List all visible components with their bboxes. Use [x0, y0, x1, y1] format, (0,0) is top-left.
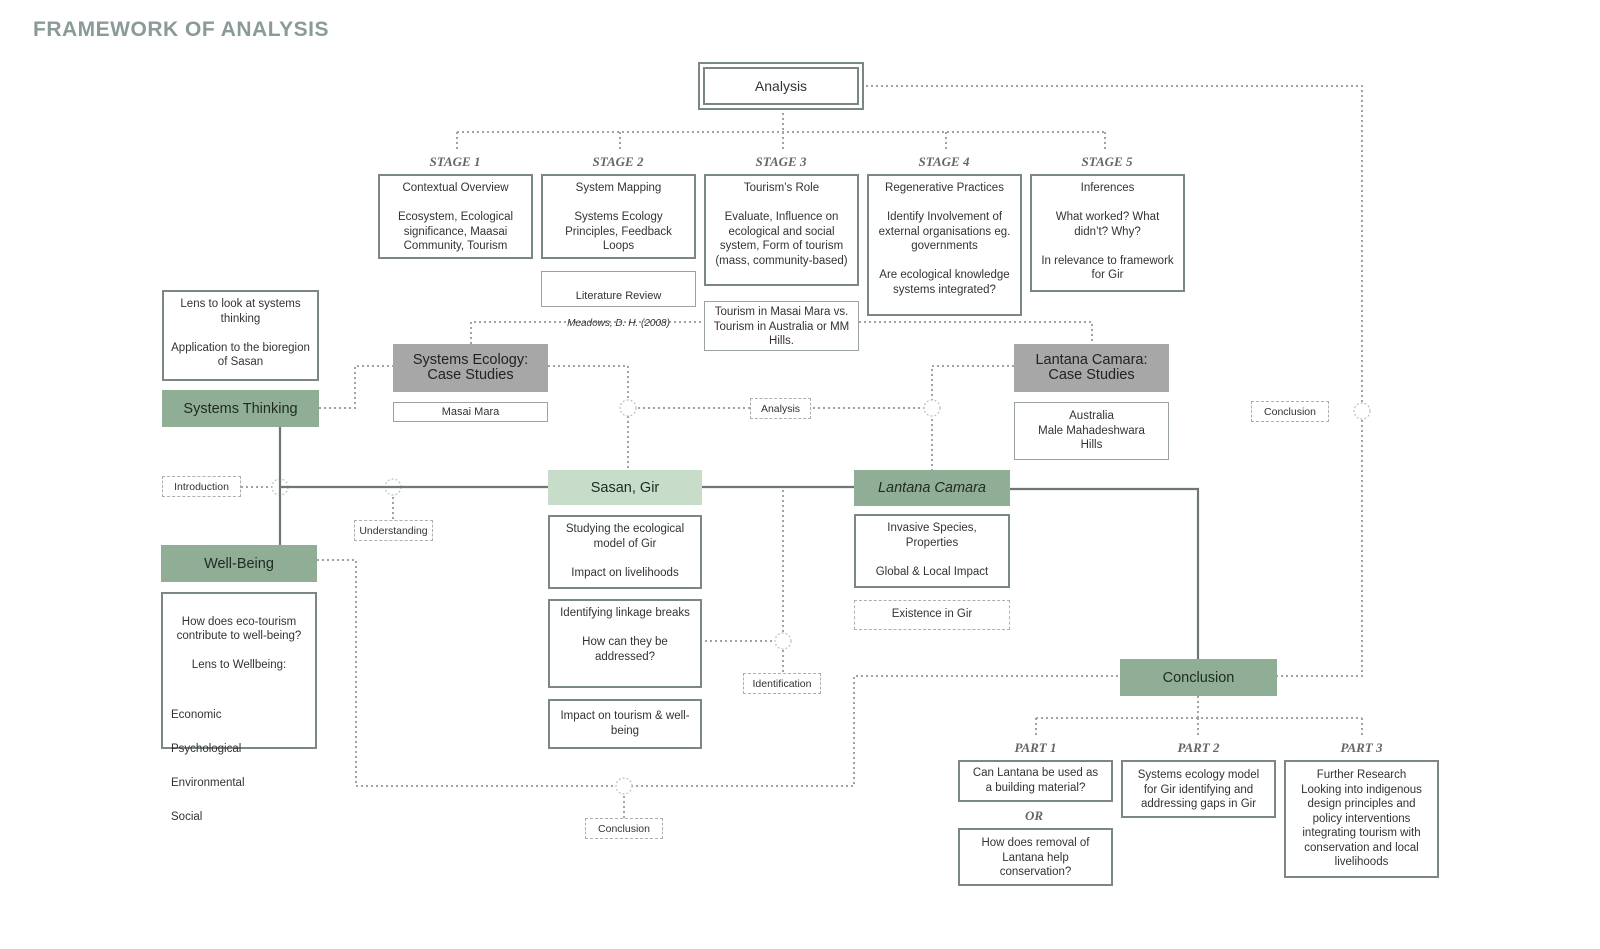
part-2-label: PART 2 — [1177, 740, 1220, 755]
part-1-label: PART 1 — [1014, 740, 1057, 755]
page-title: FRAMEWORK OF ANALYSIS — [33, 18, 329, 41]
stage-3-box: Tourism’s Role Evaluate, Influence on ec… — [704, 174, 859, 286]
lantana-case-studies: Lantana Camara: Case Studies — [1014, 344, 1169, 392]
lantana-properties-box: Invasive Species, Properties Global & Lo… — [854, 514, 1010, 588]
systems-thinking-node: Systems Thinking — [162, 390, 319, 427]
part-1-box: Can Lantana be used as a building materi… — [958, 760, 1113, 802]
analysis-box: Analysis — [698, 62, 864, 110]
gir-linkage-breaks-box: Identifying linkage breaks How can they … — [548, 599, 702, 688]
conclusion-tag-bottom: Conclusion — [585, 818, 663, 839]
lantana-case-studies-label: Lantana Camara: Case Studies — [1035, 352, 1148, 383]
stage-2-box: System Mapping Systems Ecology Principle… — [541, 174, 696, 259]
literature-review-citation: Meadows, D. H. (2008) — [567, 318, 670, 329]
part-3-box: Further Research Looking into indigenous… — [1284, 760, 1439, 878]
stage-1-box: Contextual Overview Ecosystem, Ecologica… — [378, 174, 533, 259]
conclusion-node: Conclusion — [1120, 659, 1277, 696]
well-being-question: How does eco-tourism contribute to well-… — [176, 615, 302, 672]
systems-ecology-case-studies: Systems Ecology: Case Studies — [393, 344, 548, 392]
part-3-label: PART 3 — [1340, 740, 1383, 755]
well-being-node: Well-Being — [161, 545, 317, 582]
existence-in-gir-box: Existence in Gir — [854, 600, 1010, 630]
gir-ecological-model-box: Studying the ecological model of Gir Imp… — [548, 515, 702, 589]
list-item: Environmental — [171, 777, 245, 789]
part-2-box: Systems ecology model for Gir identifyin… — [1121, 760, 1276, 818]
list-item: Psychological — [171, 743, 242, 755]
analysis-tag: Analysis — [750, 398, 811, 419]
stage-4-box: Regenerative Practices Identify Involvem… — [867, 174, 1022, 316]
stage-1-label: STAGE 1 — [429, 154, 481, 169]
understanding-tag: Understanding — [354, 520, 433, 541]
or-label: OR — [1025, 808, 1044, 823]
part-1-alternative-box: How does removal of Lantana help conserv… — [958, 828, 1113, 886]
lantana-case-studies-places: Australia Male Mahadeshwara Hills — [1014, 402, 1169, 460]
analysis-label: Analysis — [703, 67, 859, 105]
stage-5-label: STAGE 5 — [1081, 154, 1133, 169]
well-being-box: How does eco-tourism contribute to well-… — [161, 592, 317, 823]
stage-3-label: STAGE 3 — [755, 154, 807, 169]
tourism-comparison-box: Tourism in Masai Mara vs. Tourism in Aus… — [704, 301, 859, 351]
stage-4-label: STAGE 4 — [918, 154, 970, 169]
literature-review-box: Literature Review Meadows, D. H. (2008) — [541, 271, 696, 329]
introduction-tag: Introduction — [162, 476, 241, 497]
well-being-lens-list: Economic Psychological Environmental Soc… — [171, 690, 307, 843]
lantana-camara-node: Lantana Camara — [854, 470, 1010, 506]
stage-5-box: Inferences What worked? What didn’t? Why… — [1030, 174, 1185, 292]
stage-2-label: STAGE 2 — [592, 154, 644, 169]
systems-lens-box: Lens to look at systems thinking Applica… — [162, 290, 319, 381]
identification-tag: Identification — [743, 673, 821, 694]
sasan-gir-node: Sasan, Gir — [548, 470, 702, 505]
conclusion-tag-right: Conclusion — [1251, 401, 1329, 422]
gir-tourism-impact-box: Impact on tourism & well-being — [548, 699, 702, 749]
literature-review-title: Literature Review — [575, 290, 662, 302]
list-item: Social — [171, 811, 203, 823]
masai-mara-box: Masai Mara — [393, 402, 548, 422]
list-item: Economic — [171, 709, 222, 721]
